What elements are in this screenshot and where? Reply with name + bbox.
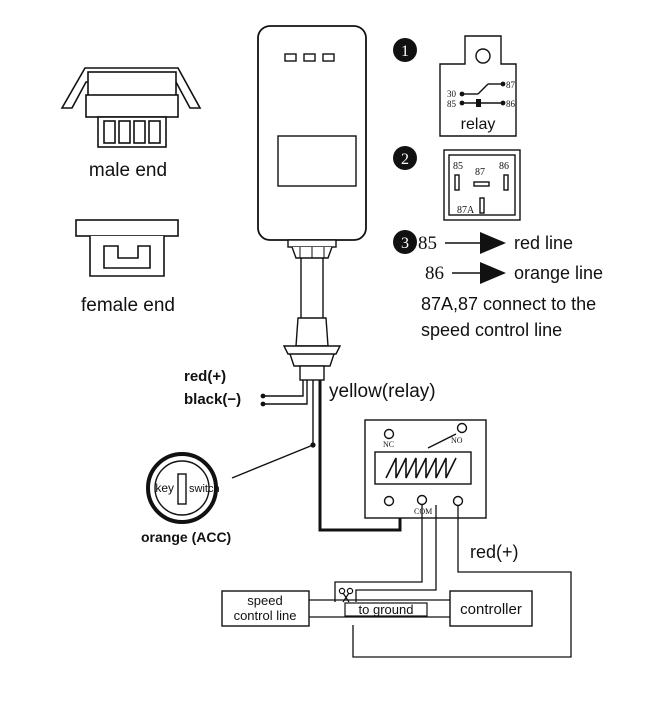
relay1-pin-85: 85 [447,99,457,109]
relay-module-no: NO [451,436,463,445]
red-plus-right-label: red(+) [470,542,519,562]
step-1-badge [393,38,417,62]
led-3-icon [322,53,335,62]
to-ground-label: to ground [359,602,414,617]
step-3-number: 3 [401,235,409,252]
relay1-pin-87: 87 [506,80,516,90]
connect-note-line-1: 87A,87 connect to the [421,294,596,314]
led-2-icon [303,53,316,62]
speed-control-line-label-2: control line [234,608,297,623]
lower-wiring [309,505,572,658]
relay-label: relay [461,116,496,133]
relay2-pin-86: 86 [499,161,509,172]
connect-note-line-2: speed control line [421,320,562,340]
arrow-right-icon [480,262,506,284]
key-switch-icon [146,452,218,524]
orange-wire-junction [310,442,316,448]
key-label: key [155,481,174,495]
controller-box [449,590,533,627]
relay-module-com: COM [414,507,432,516]
yellow-relay-label: yellow(relay) [329,381,436,402]
wiring-pin-85: 85 [418,233,437,254]
wiring-line-red: red line [514,233,573,253]
step-2-badge [393,146,417,170]
speed-control-line-label-1: speed [247,593,282,608]
step-2-number: 2 [401,151,409,168]
to-ground-box [344,602,428,617]
relay2-pin-87: 87 [475,167,485,178]
relay1-pin-86: 86 [506,99,516,109]
red-plus-label: red(+) [184,368,226,385]
step-1-number: 1 [401,43,409,60]
arrow-right-icon [480,232,506,254]
controller-label: controller [460,601,522,618]
speed-control-line-box [221,590,310,627]
male-end-connector [60,67,202,148]
orange-acc-label: orange (ACC) [141,529,231,545]
relay-module-nc: NC [383,440,394,449]
relay-pinout-2 [443,149,521,221]
wiring-pin-86: 86 [425,263,444,284]
scissors-icon [338,587,354,603]
red-wire-terminal [260,393,266,399]
wiring-line-orange: orange line [514,263,603,283]
female-end-connector [75,219,179,277]
tracker-device [257,25,367,381]
relay2-pin-87a: 87A [457,205,475,216]
relay1-pin-30: 30 [447,89,457,99]
relay2-pin-85: 85 [453,161,463,172]
switch-label: switch [189,483,220,495]
step-3-badge [393,230,417,254]
male-end-label: male end [89,160,167,181]
female-end-label: female end [81,295,175,316]
black-wire-terminal [260,401,266,407]
black-minus-label: black(−) [184,391,241,408]
relay-coil-mark [476,99,481,107]
relay-diagram-1 [439,35,517,137]
led-1-icon [284,53,297,62]
relay-module [364,419,487,519]
